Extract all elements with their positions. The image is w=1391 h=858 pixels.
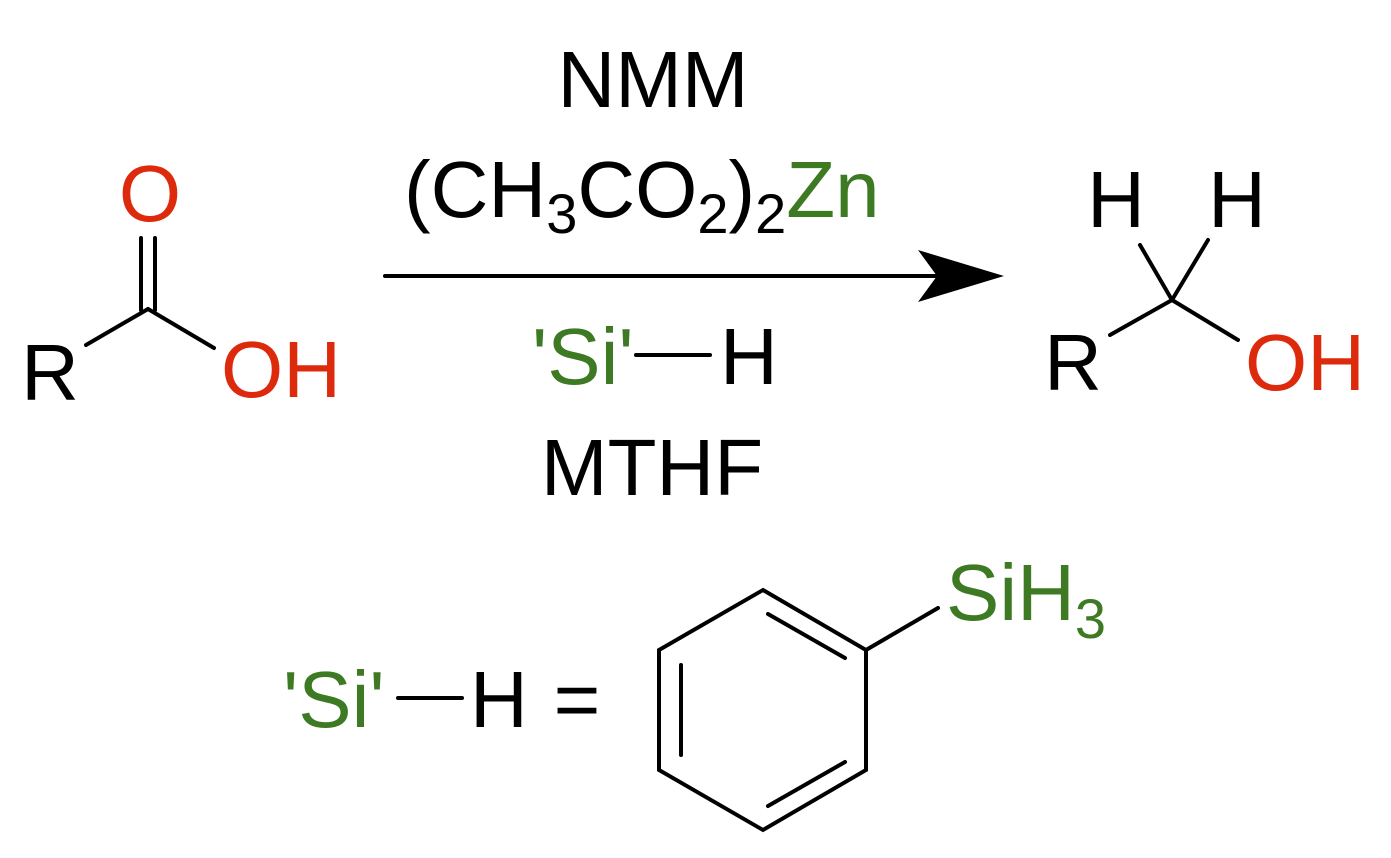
benzene-ring <box>657 587 868 833</box>
bond-r-c <box>84 307 150 347</box>
benzene-inner-bond-bottom <box>766 760 847 808</box>
silyl-sih: SiH <box>946 548 1075 637</box>
solvent-mthf: MTHF <box>541 423 763 512</box>
zinc-acetate-sub-3: 3 <box>546 182 577 245</box>
bond-ring-sih3 <box>864 606 940 652</box>
bond-ch2-oh <box>1170 298 1240 342</box>
definition-h: H <box>470 655 528 744</box>
bond-c-h-left <box>1138 243 1174 302</box>
bond-c-oh <box>146 307 216 350</box>
zinc-acetate-zn: Zn <box>786 145 879 234</box>
product-r-group: R <box>1044 318 1102 407</box>
silyl-group: SiH3 <box>946 548 1106 650</box>
reactant-hydroxyl: OH <box>221 325 341 414</box>
product-h-right: H <box>1208 155 1266 244</box>
product-h-left: H <box>1087 155 1145 244</box>
reagent-silane-si: 'Si' <box>532 312 634 401</box>
zinc-acetate-sub-2b: 2 <box>755 182 786 245</box>
zinc-acetate-ch: (CH <box>404 145 546 234</box>
reagent-nmm: NMM <box>557 35 748 124</box>
definition-si: 'Si' <box>283 655 385 744</box>
bond-r-ch2 <box>1108 298 1174 337</box>
reaction-arrow-head <box>918 250 1004 302</box>
silyl-sub-3: 3 <box>1075 587 1106 650</box>
bond-c-h-right <box>1170 238 1210 302</box>
silane-definition: 'Si' H = SiH3 <box>283 548 1106 833</box>
product-alcohol: H H R OH <box>1044 155 1365 407</box>
reagent-zinc-acetate: (CH3CO2)2Zn <box>404 145 880 245</box>
reactant-r-group: R <box>21 328 79 417</box>
zinc-acetate-sub-2a: 2 <box>697 182 728 245</box>
zinc-acetate-close-paren: ) <box>729 145 756 234</box>
reactant-carboxylic-acid: R O OH <box>21 149 341 417</box>
reagent-silane-h: H <box>720 312 778 401</box>
benzene-inner-bond-top <box>766 612 847 660</box>
definition-equals: = <box>554 655 601 744</box>
reaction-conditions: NMM (CH3CO2)2Zn 'Si' H MTHF <box>383 35 1004 512</box>
zinc-acetate-co: CO <box>577 145 697 234</box>
reactant-carbonyl-oxygen: O <box>119 149 181 238</box>
product-hydroxyl: OH <box>1245 318 1365 407</box>
